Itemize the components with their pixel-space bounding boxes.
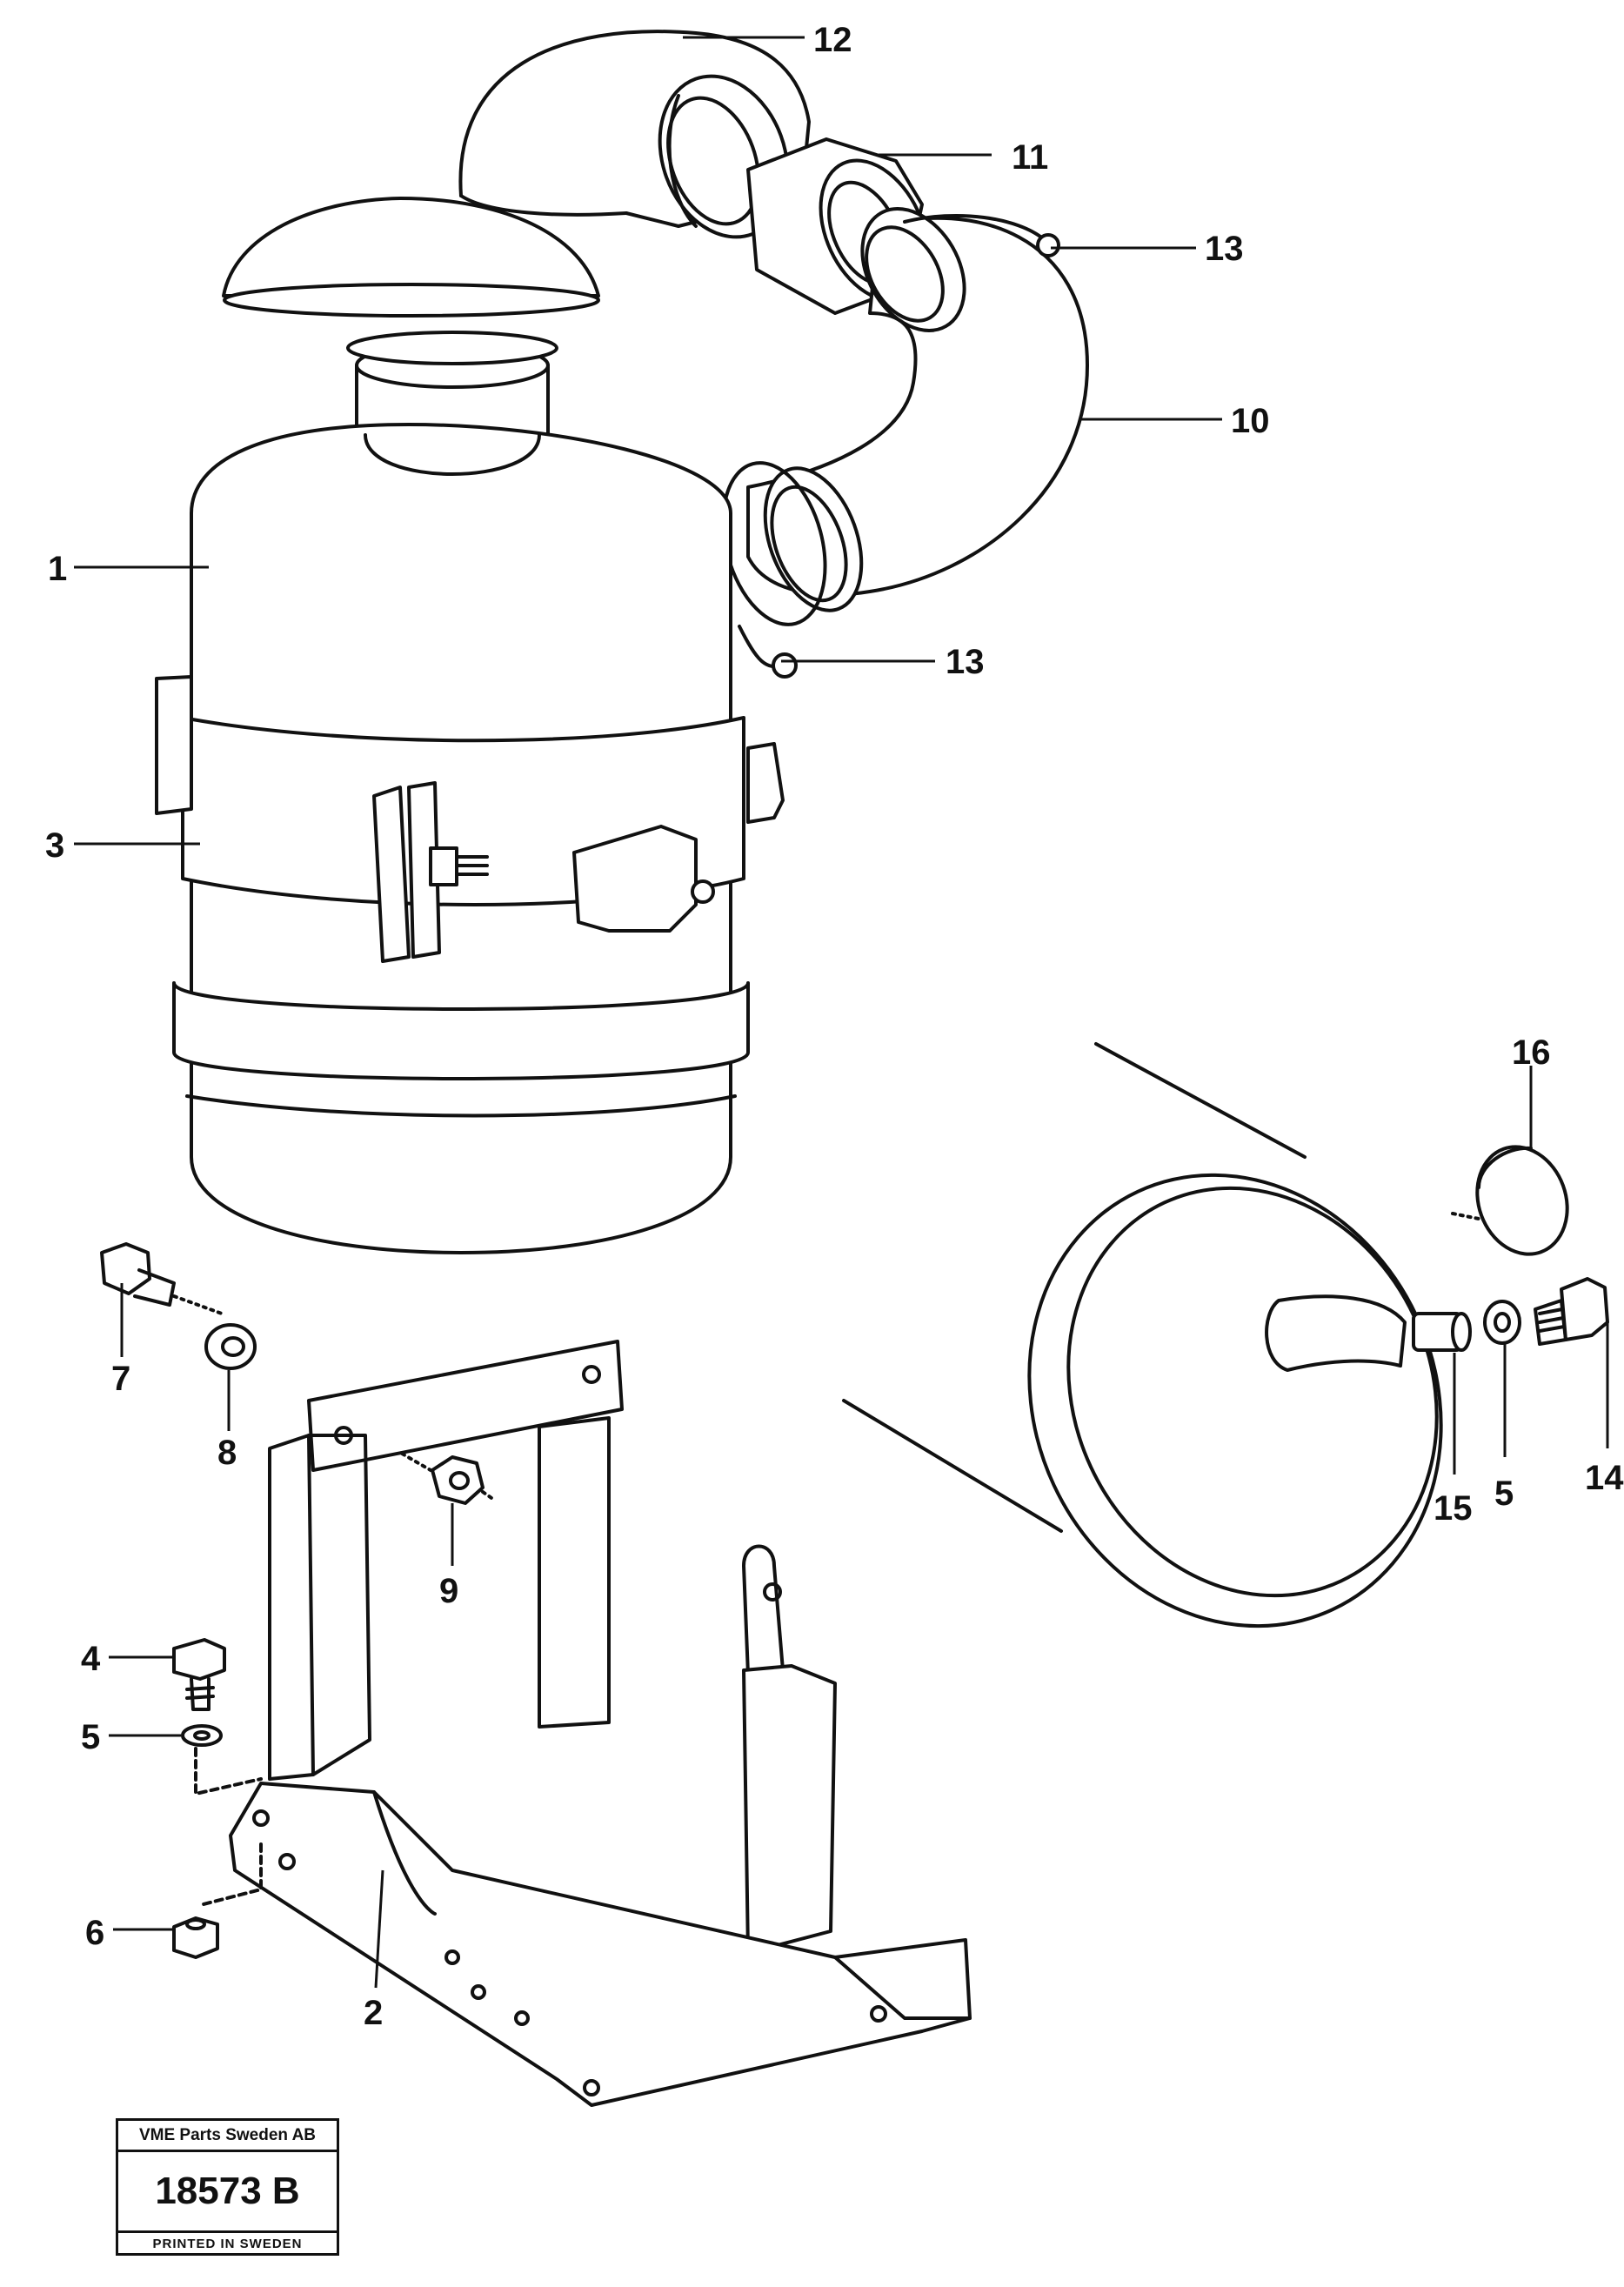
part-4-screw — [172, 1638, 226, 1711]
part-1-air-filter — [172, 197, 750, 1254]
callout-1: 1 — [48, 550, 67, 588]
stamp-drawing-number: 18573 B — [155, 2170, 300, 2212]
part-2-stand — [229, 1340, 972, 2107]
callout-13-lower: 13 — [946, 643, 985, 681]
callout-8: 8 — [217, 1434, 237, 1472]
part-10-hose-elbow — [746, 207, 1089, 612]
part-7-bolt — [100, 1242, 224, 1315]
document-stamp: VME Parts Sweden AB 18573 B PRINTED IN S… — [116, 2118, 339, 2256]
callout-3: 3 — [45, 826, 64, 865]
callout-16: 16 — [1512, 1033, 1551, 1072]
callout-13-upper: 13 — [1205, 230, 1244, 268]
part-5-washer-left — [181, 1724, 263, 1795]
part-5-washer-right — [1483, 1300, 1521, 1345]
callout-15: 15 — [1434, 1489, 1473, 1528]
callout-7: 7 — [111, 1360, 130, 1398]
callout-9: 9 — [439, 1572, 458, 1610]
callout-10: 10 — [1231, 402, 1270, 440]
callout-12: 12 — [813, 21, 852, 59]
part-13-upper-clamp — [903, 214, 1060, 257]
part-8-washer — [204, 1323, 257, 1370]
callout-11: 11 — [1012, 138, 1048, 177]
part-9-nut — [346, 1421, 493, 1505]
part-3-mounting-strap — [155, 675, 785, 963]
callout-5-left: 5 — [81, 1718, 100, 1756]
leader-lines — [74, 36, 1609, 1989]
stamp-printed-note: PRINTED IN SWEDEN — [118, 2230, 337, 2257]
callout-4: 4 — [81, 1640, 101, 1678]
part-16-cap — [1451, 1145, 1569, 1256]
callout-14: 14 — [1585, 1459, 1624, 1497]
part-15-fitting — [1412, 1312, 1472, 1352]
callout-5-right: 5 — [1494, 1475, 1514, 1513]
part-14-bolt — [1534, 1277, 1609, 1346]
stamp-company: VME Parts Sweden AB — [118, 2121, 337, 2152]
tank-reference-outline — [842, 1042, 1443, 1628]
callout-2: 2 — [364, 1994, 383, 2032]
callout-6: 6 — [85, 1914, 104, 1952]
part-6-nut — [172, 1842, 263, 1959]
